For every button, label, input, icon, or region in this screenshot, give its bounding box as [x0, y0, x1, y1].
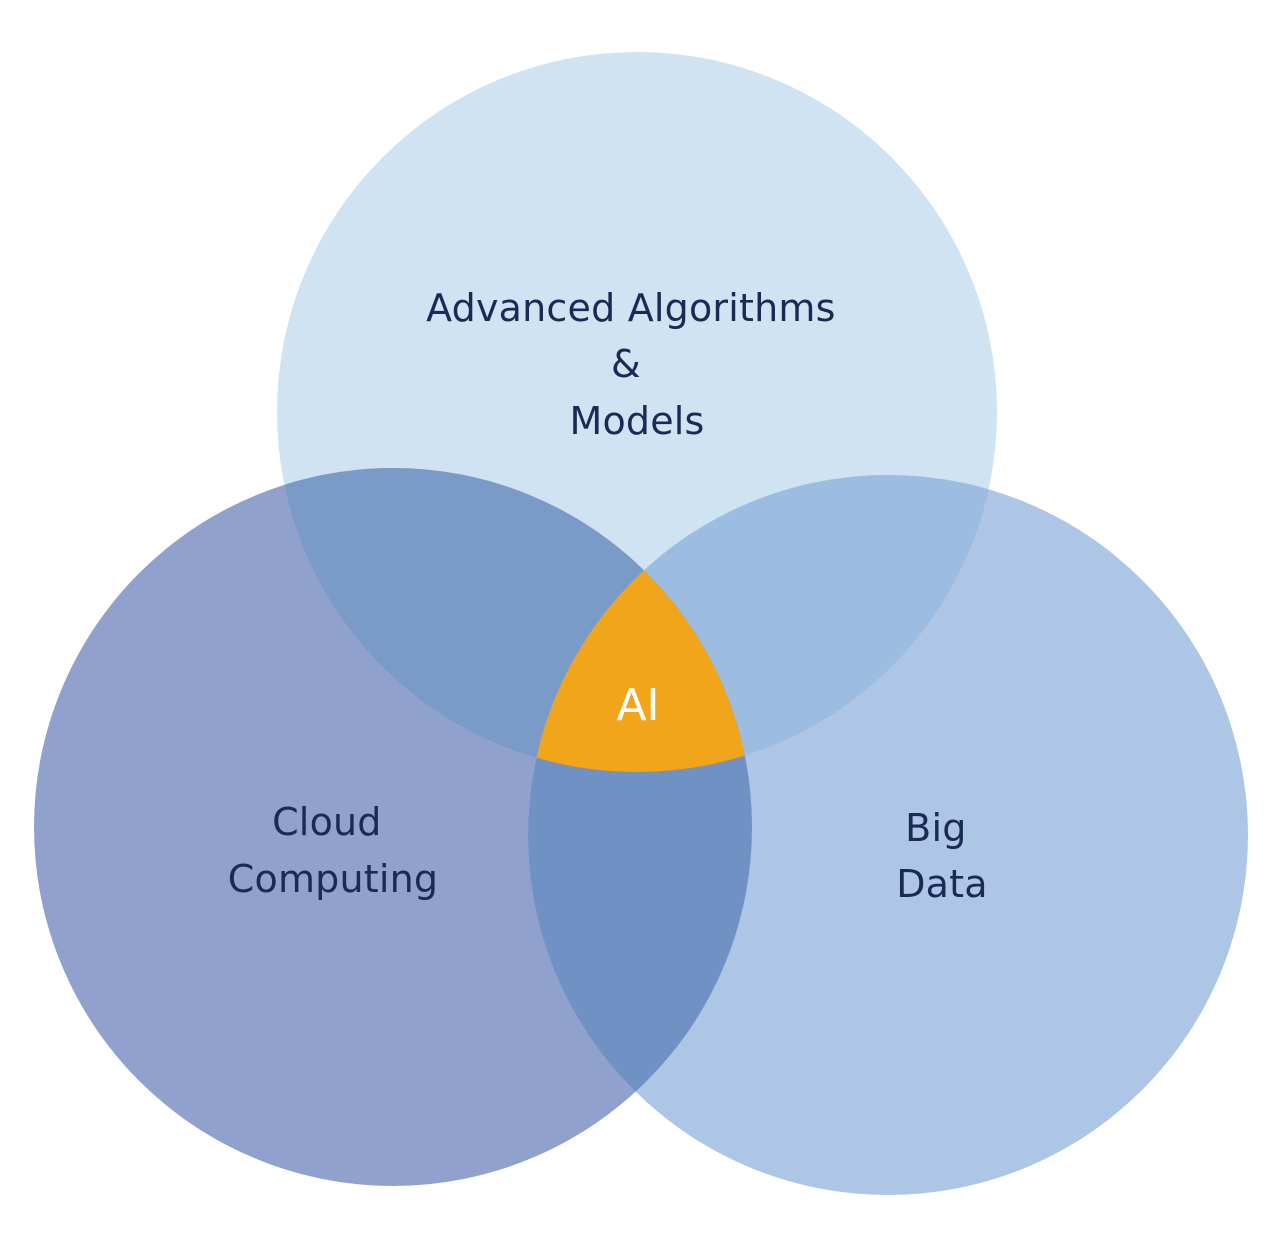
- label-line: Advanced Algorithms: [426, 286, 835, 330]
- label-line: &: [611, 342, 641, 386]
- label-cloud-computing: Cloud Computing: [228, 800, 438, 901]
- label-ai: AI: [616, 680, 659, 731]
- label-line: Models: [569, 399, 704, 443]
- overlap-algorithms-cloud: [277, 468, 752, 772]
- overlap-center-ai: [528, 475, 752, 772]
- label-line: Cloud: [272, 800, 382, 844]
- label-big-data: Big Data: [896, 806, 988, 906]
- label-line: Big: [905, 806, 966, 850]
- label-advanced-algorithms: Advanced Algorithms & Models: [426, 286, 848, 443]
- label-line: Computing: [228, 857, 438, 901]
- label-line: Data: [896, 862, 988, 906]
